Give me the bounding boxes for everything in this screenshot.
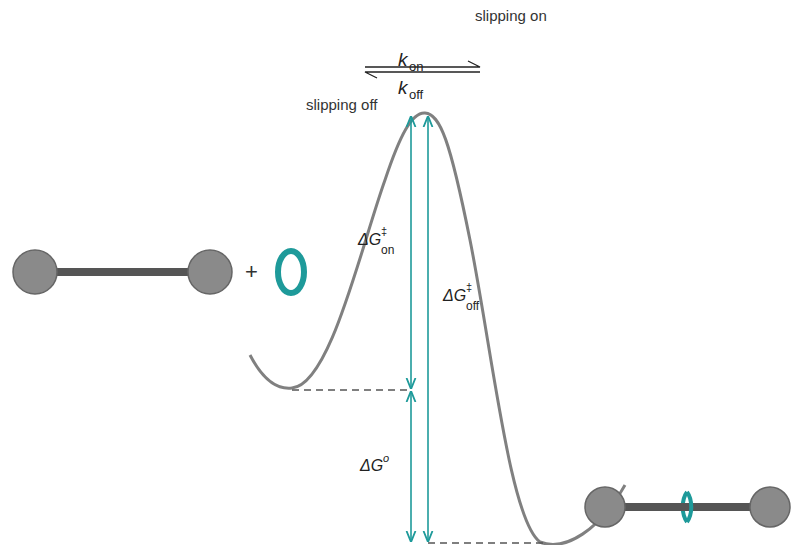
rotaxane	[585, 487, 790, 527]
dumbbell	[13, 250, 232, 294]
level-line	[292, 389, 410, 391]
rate-caption: slipping on	[475, 8, 547, 23]
superscript: ‡	[466, 282, 472, 293]
energy-arrow	[427, 117, 429, 541]
energy-symbol: ΔG	[443, 288, 466, 304]
energy-arrow	[410, 117, 412, 388]
energy-curve	[250, 113, 625, 544]
macrocycle-ring	[278, 251, 304, 293]
subscript: off	[466, 300, 479, 312]
rate-symbol: k	[398, 50, 408, 69]
rate-symbol: k	[398, 78, 408, 97]
energy-symbol: ΔG	[360, 458, 383, 474]
superscript: o	[383, 453, 389, 464]
energy-symbol: ΔG	[358, 232, 381, 248]
level-line	[428, 542, 545, 544]
subscript: on	[381, 244, 394, 256]
rate-subscript: off	[409, 88, 423, 101]
energy-arrow	[410, 392, 412, 541]
plus-sign: +	[245, 261, 258, 283]
superscript: ‡	[381, 226, 387, 237]
rate-caption: slipping off	[306, 97, 377, 112]
rate-subscript: on	[409, 60, 423, 73]
